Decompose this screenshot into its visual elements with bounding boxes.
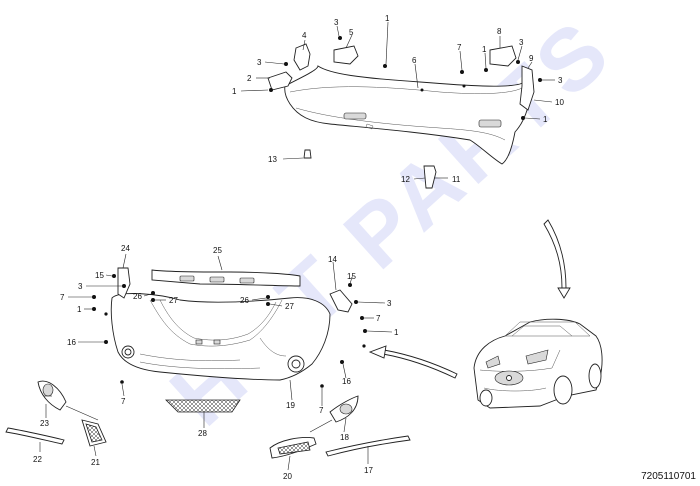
callout-label: 6 bbox=[412, 56, 417, 65]
callout-label: 25 bbox=[213, 246, 222, 255]
rear-bumper-cover bbox=[284, 65, 531, 165]
rear-reflector-left bbox=[343, 112, 367, 120]
rear-bracket-left-upper bbox=[293, 43, 311, 71]
callout-label: 8 bbox=[497, 27, 502, 36]
rear-center-bracket bbox=[423, 165, 437, 189]
rear-bumper-top-edge bbox=[289, 86, 523, 94]
callout-label: 13 bbox=[268, 155, 277, 164]
callout-label: 23 bbox=[40, 419, 49, 428]
callout-label: 1 bbox=[543, 115, 548, 124]
callout-label: 7 bbox=[60, 293, 65, 302]
callout-label: 21 bbox=[91, 458, 100, 467]
front-callouts: 24 25 14 15 3 7 1 26 27 26 27 15 3 7 1 1… bbox=[33, 244, 399, 481]
rear-bracket-left bbox=[267, 71, 293, 91]
callout-label: 3 bbox=[387, 299, 392, 308]
callout-label: 24 bbox=[121, 244, 130, 253]
callout-label: 3 bbox=[78, 282, 83, 291]
front-side-bracket-left bbox=[117, 267, 131, 299]
callout-label: 4 bbox=[302, 31, 307, 40]
rear-side-bracket-right bbox=[519, 65, 535, 111]
callout-label: 2 bbox=[247, 74, 252, 83]
callout-label: 3 bbox=[257, 58, 262, 67]
callout-label: 3 bbox=[334, 18, 339, 27]
energy-absorber bbox=[151, 269, 301, 287]
front-grille-opening bbox=[149, 299, 283, 347]
callout-label: 22 bbox=[33, 455, 42, 464]
rear-bracket-center bbox=[333, 45, 359, 65]
rear-reflector-right bbox=[478, 119, 502, 128]
callout-label: 1 bbox=[482, 45, 487, 54]
callout-label: 14 bbox=[328, 255, 337, 264]
callout-label: 10 bbox=[555, 98, 564, 107]
callout-label: 15 bbox=[347, 272, 356, 281]
front-bumper-assembly: 24 25 14 15 3 7 1 26 27 26 27 15 3 7 1 1… bbox=[5, 244, 411, 481]
callout-label: 16 bbox=[67, 338, 76, 347]
callout-label: 7 bbox=[376, 314, 381, 323]
lower-grille bbox=[165, 399, 241, 413]
callout-label: 1 bbox=[77, 305, 82, 314]
molding-left bbox=[5, 427, 65, 445]
car-overview bbox=[473, 318, 603, 409]
arrow-to-front bbox=[368, 345, 458, 379]
callout-label: 3 bbox=[519, 38, 524, 47]
callout-label: 5 bbox=[349, 28, 354, 37]
front-side-bracket-right bbox=[329, 289, 353, 313]
callout-label: 26 bbox=[133, 292, 142, 301]
catalog-number: 7205110701 bbox=[641, 471, 696, 482]
rear-fasteners bbox=[269, 36, 542, 120]
front-bumper-cover bbox=[110, 293, 331, 381]
callout-label: 18 bbox=[340, 433, 349, 442]
callout-label: 20 bbox=[283, 472, 292, 481]
callout-label: 16 bbox=[342, 377, 351, 386]
callout-label: 7 bbox=[319, 406, 324, 415]
callout-label: 7 bbox=[457, 43, 462, 52]
rear-bumper-assembly: 1 2 3 4 3 5 1 6 7 1 8 3 9 3 10 1 13 12 1… bbox=[232, 14, 564, 189]
front-fasteners bbox=[92, 274, 367, 388]
callout-label: 12 bbox=[401, 175, 410, 184]
arrow-to-car bbox=[543, 219, 571, 299]
rear-clip-13 bbox=[303, 149, 312, 159]
rear-bumper-lower-edge bbox=[295, 107, 506, 141]
callout-label: 27 bbox=[285, 302, 294, 311]
callout-label: 17 bbox=[364, 466, 373, 475]
callout-label: 1 bbox=[232, 87, 237, 96]
callout-label: 11 bbox=[452, 175, 461, 184]
callout-label: 1 bbox=[394, 328, 399, 337]
rear-leader-lines bbox=[240, 21, 555, 180]
fog-bezel-left bbox=[37, 380, 67, 411]
callout-label: 26 bbox=[240, 296, 249, 305]
rear-callouts: 1 2 3 4 3 5 1 6 7 1 8 3 9 3 10 1 13 12 1… bbox=[232, 14, 564, 184]
callout-label: 7 bbox=[121, 397, 126, 406]
front-leader-lines bbox=[39, 253, 393, 471]
callout-label: 19 bbox=[286, 401, 295, 410]
callout-label: 15 bbox=[95, 271, 104, 280]
callout-label: 9 bbox=[529, 54, 534, 63]
callout-label: 3 bbox=[558, 76, 563, 85]
callout-label: 27 bbox=[169, 296, 178, 305]
callout-label: 28 bbox=[198, 429, 207, 438]
rear-tow-cover bbox=[365, 123, 374, 130]
callout-label: 1 bbox=[385, 14, 390, 23]
rear-bracket-right bbox=[489, 45, 517, 67]
